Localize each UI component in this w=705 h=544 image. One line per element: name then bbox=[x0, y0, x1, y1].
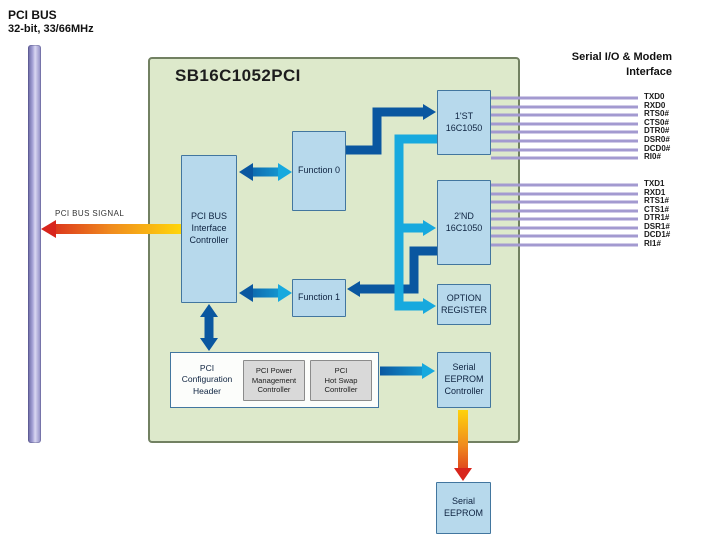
signal-label-cts0: CTS0# bbox=[644, 118, 669, 127]
signal-label-txd0: TXD0 bbox=[644, 92, 665, 101]
signal-label-dsr1: DSR1# bbox=[644, 222, 670, 231]
block-pci-power-management: PCI Power Management Controller bbox=[243, 360, 305, 401]
signal-label-rxd0: RXD0 bbox=[644, 101, 666, 110]
block-uart1: 1'ST 16C1050 bbox=[437, 90, 491, 155]
signal-label-dcd0: DCD0# bbox=[644, 144, 671, 153]
signal-label-rts1: RTS1# bbox=[644, 196, 669, 205]
block-function0: Function 0 bbox=[292, 131, 346, 211]
signal-label-txd1: TXD1 bbox=[644, 179, 665, 188]
block-option-register: OPTION REGISTER bbox=[437, 284, 491, 325]
chip-title: SB16C1052PCI bbox=[175, 66, 301, 85]
signal-label-dsr0: DSR0# bbox=[644, 135, 670, 144]
block-pci-hot-swap: PCI Hot Swap Controller bbox=[310, 360, 372, 401]
signal-label-dtr0: DTR0# bbox=[644, 126, 670, 135]
pci-bus-subtitle: 32-bit, 33/66MHz bbox=[8, 23, 94, 35]
block-uart2: 2'ND 16C1050 bbox=[437, 180, 491, 265]
signal-label-dtr1: DTR1# bbox=[644, 213, 670, 222]
block-function1: Function 1 bbox=[292, 279, 346, 317]
block-pci-configuration-header: PCI Configuration Header bbox=[181, 363, 233, 396]
block-serial-eeprom: Serial EEPROM bbox=[436, 482, 491, 534]
block-pci-bus-interface-controller: PCI BUS Interface Controller bbox=[181, 155, 237, 303]
signal-label-rxd1: RXD1 bbox=[644, 188, 666, 197]
block-serial-eeprom-controller: Serial EEPROM Controller bbox=[437, 352, 491, 408]
pci-bus-title: PCI BUS bbox=[8, 8, 57, 22]
pci-bus-bar bbox=[28, 45, 41, 443]
signal-label-rts0: RTS0# bbox=[644, 109, 669, 118]
pci-bus-signal-label: PCI BUS SIGNAL bbox=[55, 209, 125, 218]
signal-label-ri1: RI1# bbox=[644, 239, 661, 248]
signal-label-ri0: RI0# bbox=[644, 152, 661, 161]
signal-label-cts1: CTS1# bbox=[644, 205, 669, 214]
signal-label-dcd1: DCD1# bbox=[644, 230, 671, 239]
serial-io-modem-heading: Serial I/O & Modem Interface bbox=[571, 51, 672, 78]
